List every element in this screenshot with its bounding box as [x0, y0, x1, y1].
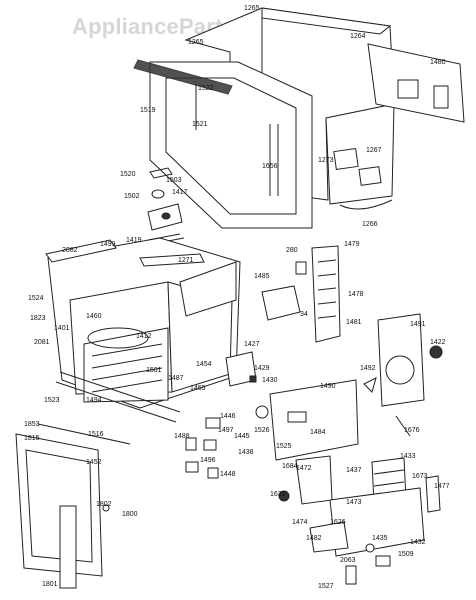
label-1273: 1273 [318, 157, 334, 164]
label-2081: 2081 [34, 339, 50, 346]
label-2082: 2082 [62, 247, 78, 254]
label-1481: 1481 [346, 319, 362, 326]
label-1482: 1482 [306, 535, 322, 542]
label-1815: 1815 [24, 435, 40, 442]
label-1448: 1448 [220, 471, 236, 478]
label-1516: 1516 [88, 431, 104, 438]
label-1802: 1802 [96, 501, 112, 508]
label-1673: 1673 [412, 473, 428, 480]
label-1419: 1419 [126, 237, 142, 244]
label-1524: 1524 [28, 295, 44, 302]
label-34: 34 [300, 311, 308, 318]
label-1801: 1801 [42, 581, 58, 588]
label-1473: 1473 [346, 499, 362, 506]
door-assembly-1800 [15, 423, 131, 589]
stirrer-and-duct [261, 245, 341, 343]
small-parts-top [147, 167, 185, 245]
label-1265a: 1265 [244, 5, 260, 12]
label-1422: 1422 [430, 339, 446, 346]
label-1487: 1487 [168, 375, 184, 382]
label-1853: 1853 [24, 421, 40, 428]
label-1472: 1472 [296, 465, 312, 472]
label-1522: 1522 [198, 85, 214, 92]
label-1496: 1496 [200, 457, 216, 464]
label-1485: 1485 [254, 273, 270, 280]
label-1474: 1474 [292, 519, 308, 526]
label-1264: 1264 [350, 33, 366, 40]
label-280: 280 [286, 247, 298, 254]
label-1412: 1412 [136, 333, 152, 340]
label-1502: 1502 [124, 193, 140, 200]
label-1490: 1490 [320, 383, 336, 390]
label-1430: 1430 [262, 377, 278, 384]
label-1417: 1417 [172, 189, 188, 196]
label-1656: 1656 [262, 163, 278, 170]
label-1446: 1446 [220, 413, 236, 420]
label-1267: 1267 [366, 147, 382, 154]
label-1437: 1437 [346, 467, 362, 474]
label-1401: 1401 [54, 325, 70, 332]
top-rail-2082 [45, 239, 205, 267]
label-1265b: 1265 [188, 39, 204, 46]
label-1509: 1509 [398, 551, 414, 558]
label-1521: 1521 [192, 121, 208, 128]
rear-panel-1480 [367, 43, 465, 123]
label-1266: 1266 [362, 221, 378, 228]
fan-assembly-1491 [363, 313, 443, 407]
label-1491: 1491 [410, 321, 426, 328]
label-1432: 1432 [410, 539, 426, 546]
label-1676: 1676 [404, 427, 420, 434]
label-1525: 1525 [276, 443, 292, 450]
label-1460: 1460 [86, 313, 102, 320]
label-1684: 1684 [282, 463, 298, 470]
label-1465: 1465 [190, 385, 206, 392]
label-1427: 1427 [244, 341, 260, 348]
base-assembly [278, 455, 441, 585]
part-labels: 1265 1265 1264 1480 1519 1522 1521 1656 … [24, 5, 450, 590]
label-1433: 1433 [400, 453, 416, 460]
label-1435: 1435 [372, 535, 388, 542]
label-1499: 1499 [100, 241, 116, 248]
control-plate-1490 [255, 379, 359, 461]
label-1497: 1497 [218, 427, 234, 434]
label-1519: 1519 [140, 107, 156, 114]
label-1503: 1503 [166, 177, 182, 184]
label-1479: 1479 [344, 241, 360, 248]
label-1501: 1501 [146, 367, 162, 374]
small-switches [185, 415, 411, 479]
label-1631: 1631 [270, 491, 286, 498]
label-1488: 1488 [174, 433, 190, 440]
label-1526: 1526 [254, 427, 270, 434]
front-frame-1519 [133, 59, 313, 229]
label-1626: 1626 [330, 519, 346, 526]
label-1492: 1492 [360, 365, 376, 372]
label-1480: 1480 [430, 59, 446, 66]
label-1445: 1445 [234, 433, 250, 440]
label-1452: 1452 [86, 459, 102, 466]
label-1800: 1800 [122, 511, 138, 518]
magnetron-1427 [225, 351, 257, 387]
label-1523: 1523 [44, 397, 60, 404]
label-1823: 1823 [30, 315, 46, 322]
label-1478: 1478 [348, 291, 364, 298]
label-1520: 1520 [120, 171, 136, 178]
label-1271: 1271 [178, 257, 194, 264]
label-1494: 1494 [86, 397, 102, 404]
label-1527: 1527 [318, 583, 334, 590]
label-1429: 1429 [254, 365, 270, 372]
label-1477: 1477 [434, 483, 450, 490]
label-2063: 2063 [340, 557, 356, 564]
label-1438: 1438 [238, 449, 254, 456]
label-1484: 1484 [310, 429, 326, 436]
label-1454: 1454 [196, 361, 212, 368]
